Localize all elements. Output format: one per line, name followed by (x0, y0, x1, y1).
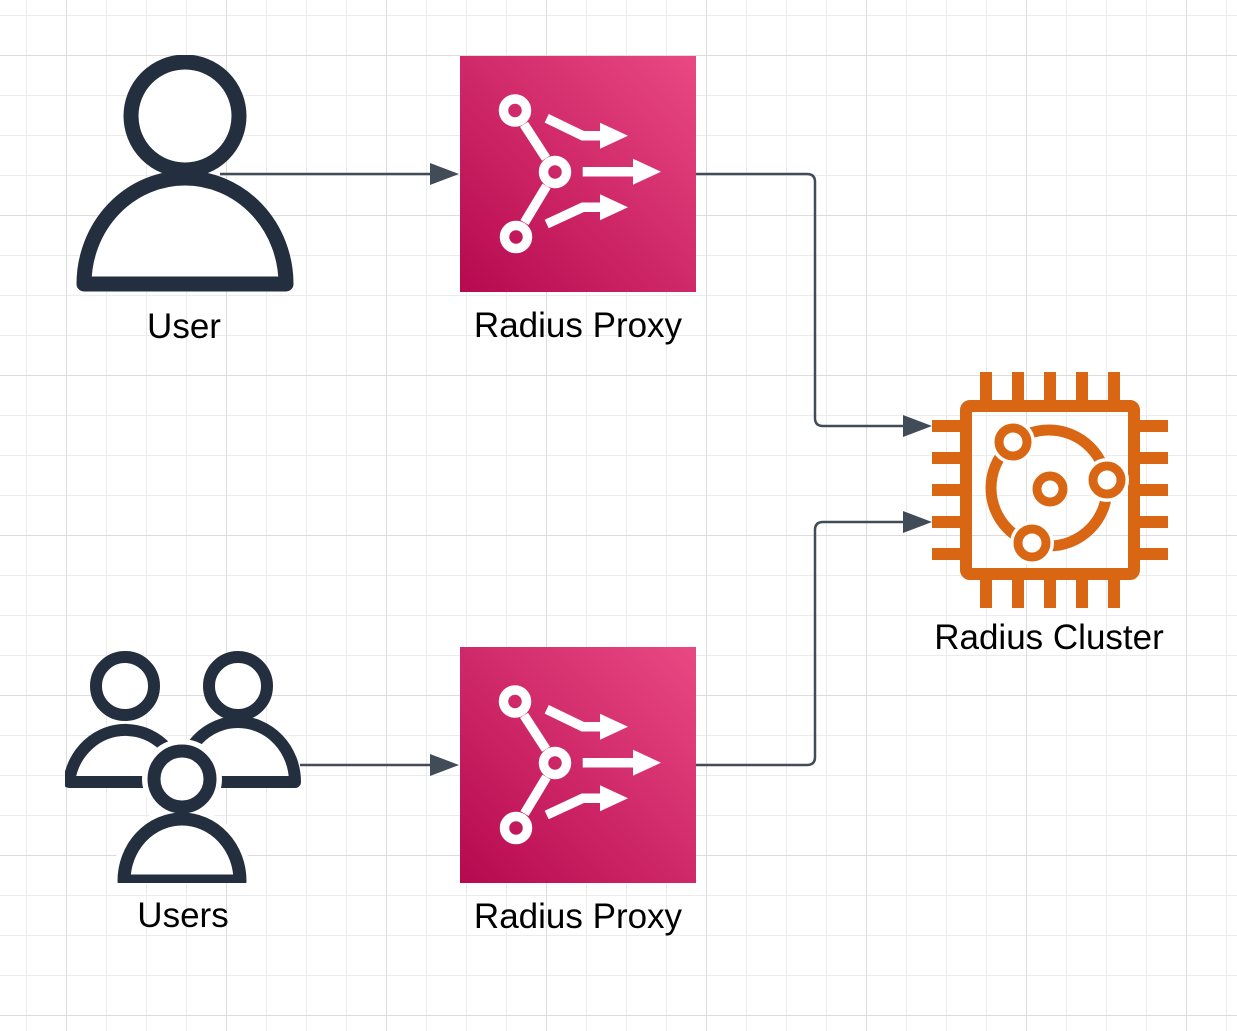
node-proxy-top (460, 56, 696, 292)
edge-proxy-top-to-cluster (696, 172, 932, 437)
people-group-icon (65, 651, 301, 883)
node-users (65, 643, 302, 883)
edge-users-to-proxy-bottom (300, 754, 459, 776)
node-proxy-bottom-label: Radius Proxy (473, 897, 683, 936)
person-icon (76, 55, 294, 292)
load-balancer-icon (498, 685, 661, 845)
node-user (75, 55, 295, 293)
node-proxy-top-label: Radius Proxy (473, 306, 683, 345)
node-proxy-bottom (460, 647, 696, 883)
arrowhead-icon (903, 511, 932, 533)
load-balancer-icon (498, 94, 661, 254)
node-users-label: Users (137, 896, 229, 935)
node-cluster (932, 372, 1168, 608)
processor-chip-icon (932, 372, 1168, 608)
arrowhead-icon (430, 754, 459, 776)
node-user-label: User (147, 307, 221, 346)
edge-proxy-bottom-to-cluster (696, 511, 932, 767)
node-cluster-label: Radius Cluster (934, 618, 1164, 657)
arrowhead-icon (903, 415, 932, 437)
arrowhead-icon (430, 163, 459, 185)
